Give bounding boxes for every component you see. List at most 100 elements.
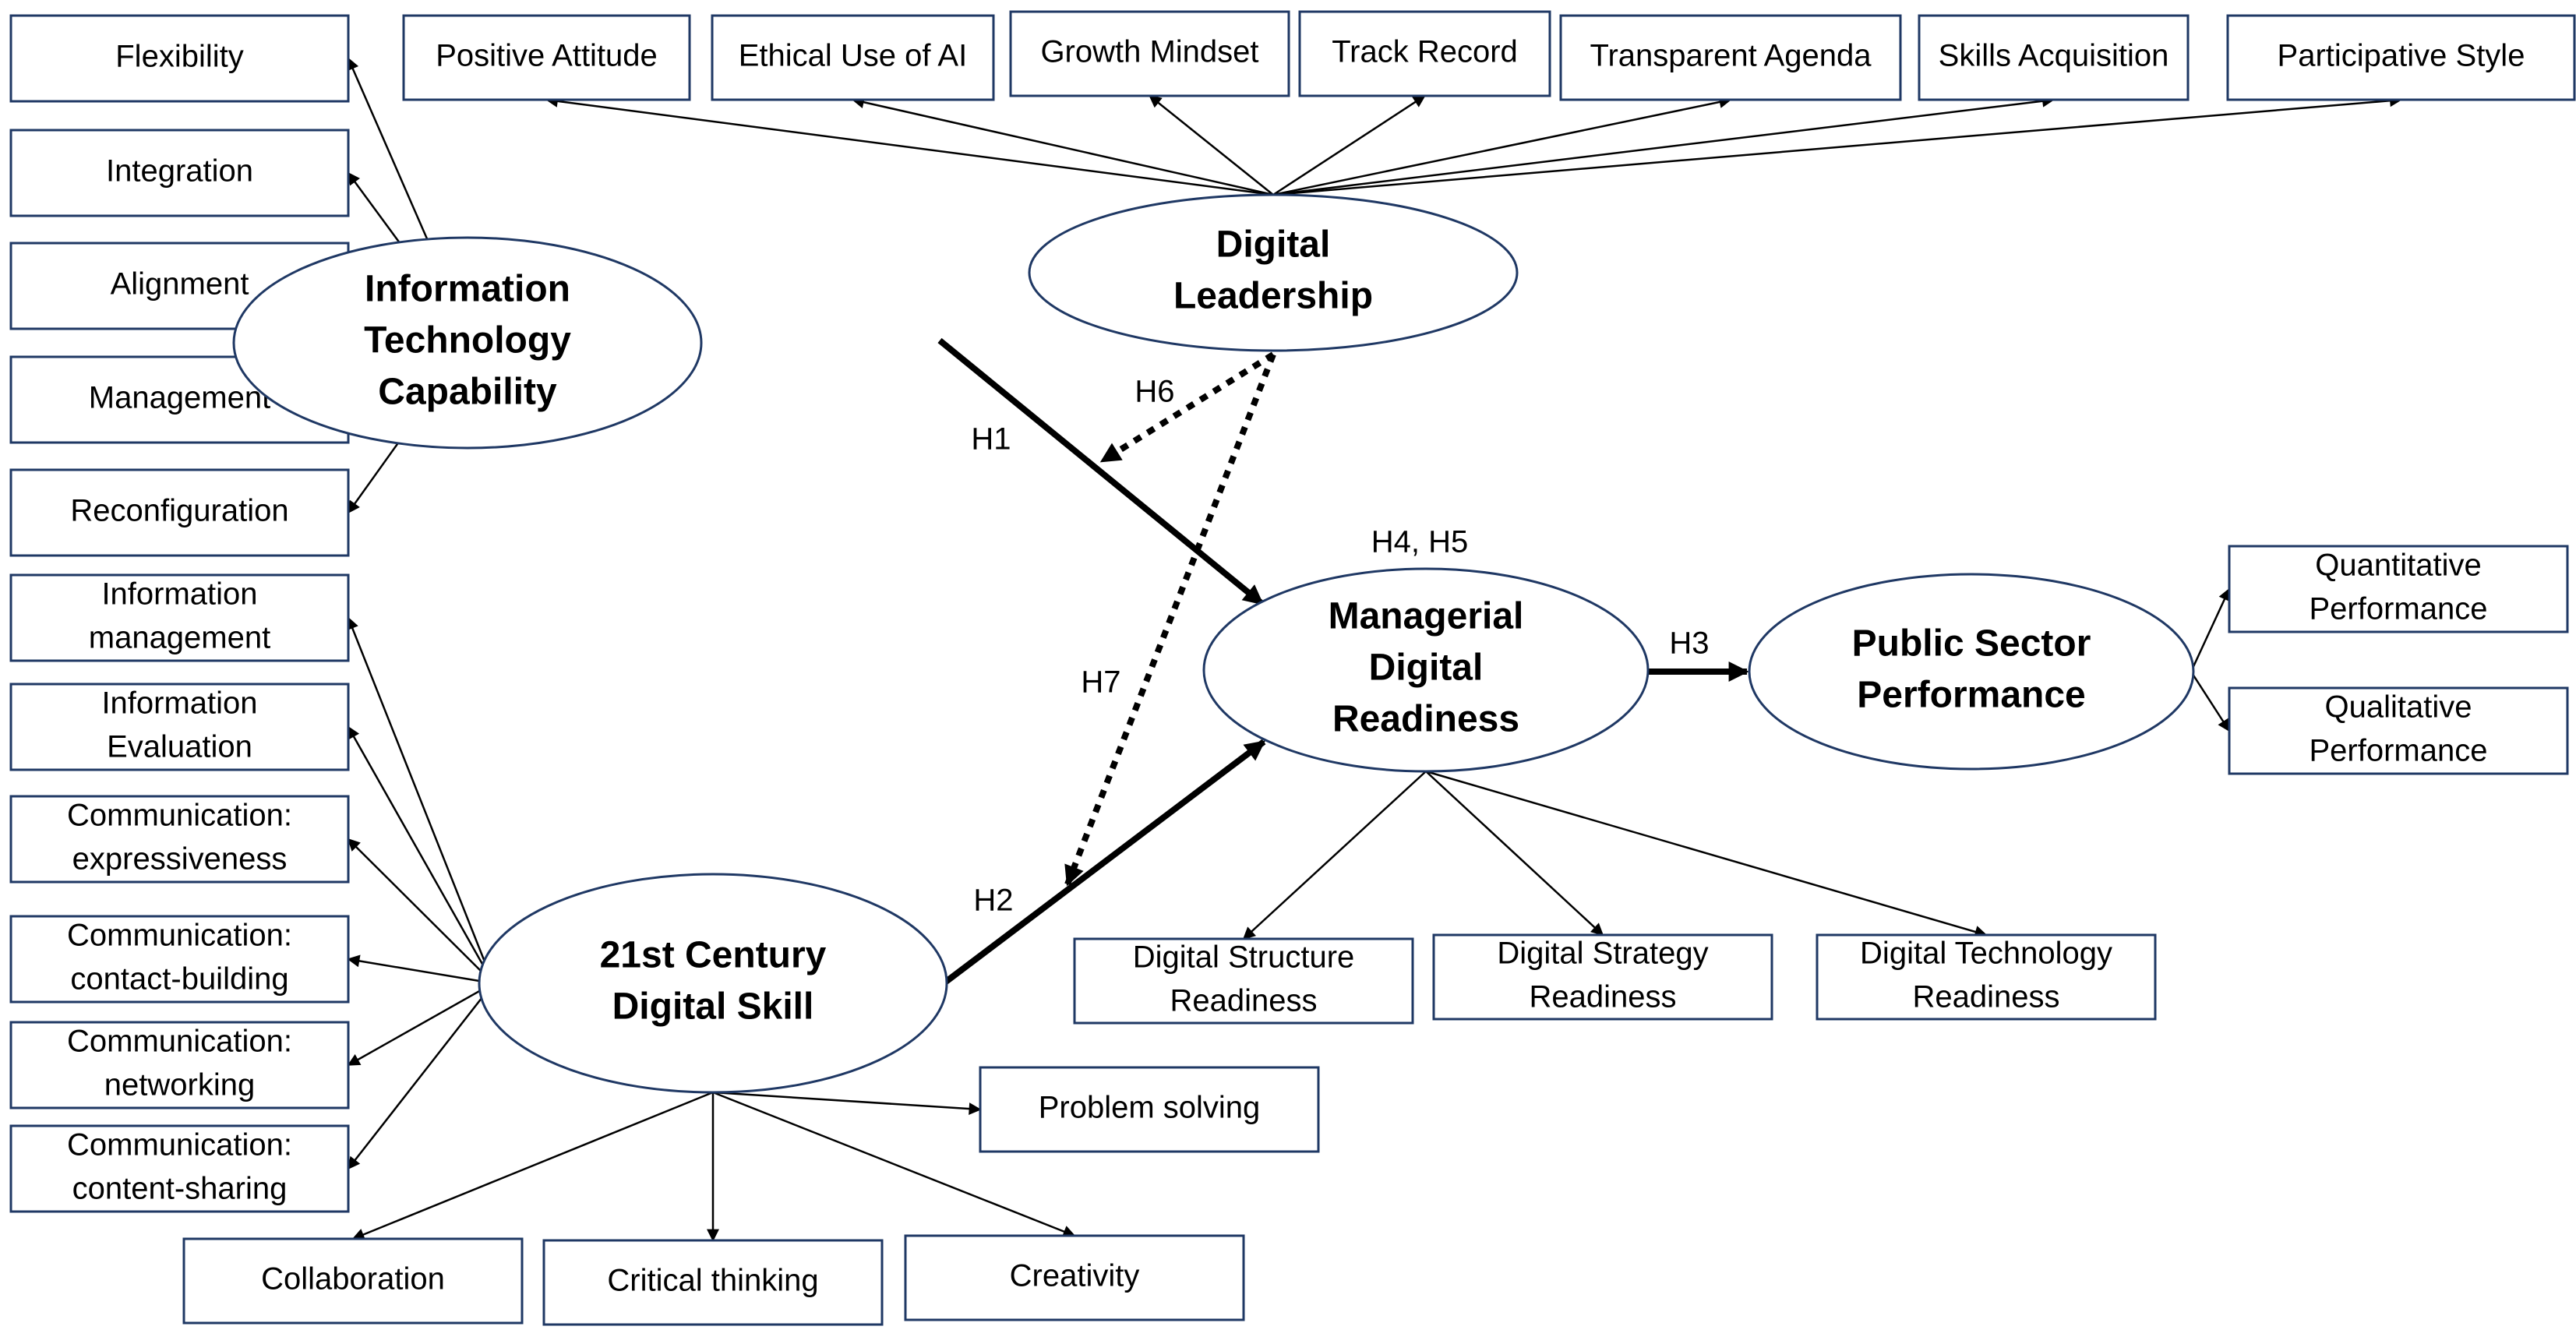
indicator-label-line: Performance bbox=[2310, 734, 2488, 768]
indicator-label-line: content-sharing bbox=[72, 1172, 288, 1206]
indicator-arrow bbox=[351, 1091, 714, 1240]
indicator-box-frame bbox=[9, 795, 350, 884]
indicator-label-line: Integration bbox=[106, 154, 253, 189]
path-h2-arrow bbox=[937, 739, 1266, 990]
indicator-arrow bbox=[347, 982, 494, 1067]
construct-label-line: Capability bbox=[378, 372, 557, 413]
construct-label-line: Readiness bbox=[1332, 699, 1519, 740]
indicator-label-line: Problem solving bbox=[1039, 1091, 1261, 1125]
indicator-arrow bbox=[712, 1091, 1076, 1238]
indicator-arrow bbox=[1149, 94, 1274, 196]
indicator-label-line: Reconfiguration bbox=[70, 494, 288, 528]
indicator-box-frame bbox=[1432, 933, 1773, 1021]
indicator-label-line: Performance bbox=[2310, 592, 2488, 626]
indicator-arrow bbox=[1242, 771, 1427, 940]
indicator-arrow bbox=[1272, 94, 2403, 196]
indicator-label-line: Readiness bbox=[1170, 984, 1317, 1018]
indicator-box-problem-solving: Problem solving bbox=[979, 1066, 1320, 1153]
hypothesis-label-h7: H7 bbox=[1081, 665, 1120, 700]
indicator-arrow bbox=[1272, 94, 1426, 196]
indicator-box-frame bbox=[2228, 545, 2569, 633]
indicator-box-growth-mindset: Growth Mindset bbox=[1009, 10, 1290, 97]
indicator-box-frame bbox=[1073, 937, 1414, 1025]
indicator-arrow bbox=[1425, 770, 1988, 938]
indicator-box-communication-networking: Communication: networking bbox=[9, 1021, 350, 1109]
construct-label-line: Performance bbox=[1857, 675, 2085, 716]
indicator-box-transparent-agenda: Transparent Agenda bbox=[1559, 14, 1902, 101]
indicator-label-line: Qualitative bbox=[2325, 690, 2472, 725]
indicator-label-line: Participative Style bbox=[2278, 39, 2525, 73]
indicator-arrow bbox=[2190, 587, 2231, 672]
indicator-box-frame bbox=[9, 1021, 350, 1109]
indicator-arrow bbox=[346, 616, 495, 984]
construct-ellipse bbox=[1028, 193, 1519, 352]
indicator-label-line: Flexibility bbox=[115, 40, 243, 74]
indicator-label-line: Growth Mindset bbox=[1040, 35, 1258, 69]
construct-ellipse bbox=[1748, 573, 2195, 771]
indicator-arrow bbox=[545, 94, 1274, 196]
indicator-box-frame bbox=[402, 14, 691, 101]
indicator-label-line: Readiness bbox=[1912, 980, 2059, 1014]
construct-label-line: Leadership bbox=[1173, 276, 1373, 317]
indicator-box-frame bbox=[1298, 10, 1551, 97]
indicator-arrow bbox=[2190, 671, 2231, 732]
indicator-label-line: Positive Attitude bbox=[436, 39, 658, 73]
indicator-label-line: Communication: bbox=[67, 799, 292, 833]
indicator-box-reconfiguration: Reconfiguration bbox=[9, 468, 350, 557]
indicator-box-flexibility: Flexibility bbox=[9, 14, 350, 103]
indicator-label-line: Ethical Use of AI bbox=[739, 39, 967, 73]
construct-label-line: Digital bbox=[1216, 224, 1331, 266]
indicator-box-frame bbox=[904, 1234, 1245, 1321]
indicator-label-line: Information bbox=[101, 577, 257, 612]
indicator-label-line: Quantitative bbox=[2315, 549, 2481, 583]
indicator-label-line: Information bbox=[101, 686, 257, 721]
indicator-label-line: contact-building bbox=[70, 962, 288, 997]
indicator-label-line: Communication: bbox=[67, 1128, 292, 1162]
indicator-arrow bbox=[851, 96, 1274, 196]
indicator-label-line: Readiness bbox=[1529, 980, 1676, 1014]
indicator-box-frame bbox=[9, 129, 350, 217]
indicator-box-communication-contact-building: Communication: contact-building bbox=[9, 915, 350, 1004]
indicator-box-frame bbox=[1559, 14, 1902, 101]
indicator-box-frame bbox=[2226, 14, 2576, 101]
indicator-arrow bbox=[1272, 96, 1732, 196]
hypothesis-label-h1: H1 bbox=[971, 422, 1011, 457]
indicator-arrow bbox=[347, 725, 495, 984]
indicator-label-line: Critical thinking bbox=[607, 1264, 818, 1298]
indicator-box-frame bbox=[542, 1239, 884, 1326]
hypothesis-label-h6: H6 bbox=[1134, 375, 1174, 409]
indicator-label-line: Communication: bbox=[67, 1025, 292, 1059]
indicator-label-line: Management bbox=[89, 381, 270, 415]
indicator-box-frame bbox=[711, 14, 995, 101]
indicator-box-creativity: Creativity bbox=[904, 1234, 1245, 1321]
indicator-label-line: expressiveness bbox=[72, 842, 288, 877]
indicator-box-frame bbox=[9, 14, 350, 103]
construct-ellipse bbox=[478, 873, 948, 1094]
indicator-label-line: Track Record bbox=[1332, 35, 1518, 69]
indicator-box-communication-expressiveness: Communication: expressiveness bbox=[9, 795, 350, 884]
indicator-box-communication-content-sharing: Communication: content-sharing bbox=[9, 1124, 350, 1213]
construct-label-line: Digital Skill bbox=[612, 986, 814, 1028]
indicator-label-line: Digital Strategy bbox=[1497, 937, 1708, 971]
indicator-box-integration: Integration bbox=[9, 129, 350, 217]
indicator-box-participative-style: Participative Style bbox=[2226, 14, 2576, 101]
indicator-label-line: Evaluation bbox=[107, 730, 252, 764]
construct-label-line: 21st Century bbox=[600, 935, 827, 976]
indicator-box-skills-acquisition: Skills Acquisition bbox=[1918, 14, 2190, 101]
indicator-label-line: Communication: bbox=[67, 919, 292, 953]
indicator-arrow bbox=[347, 838, 494, 984]
indicator-label-line: networking bbox=[104, 1068, 255, 1102]
indicator-box-frame bbox=[9, 468, 350, 557]
hypothesis-label-h45: H4, H5 bbox=[1371, 525, 1469, 559]
construct-label-line: Managerial bbox=[1329, 596, 1524, 637]
indicator-box-frame bbox=[9, 573, 350, 662]
